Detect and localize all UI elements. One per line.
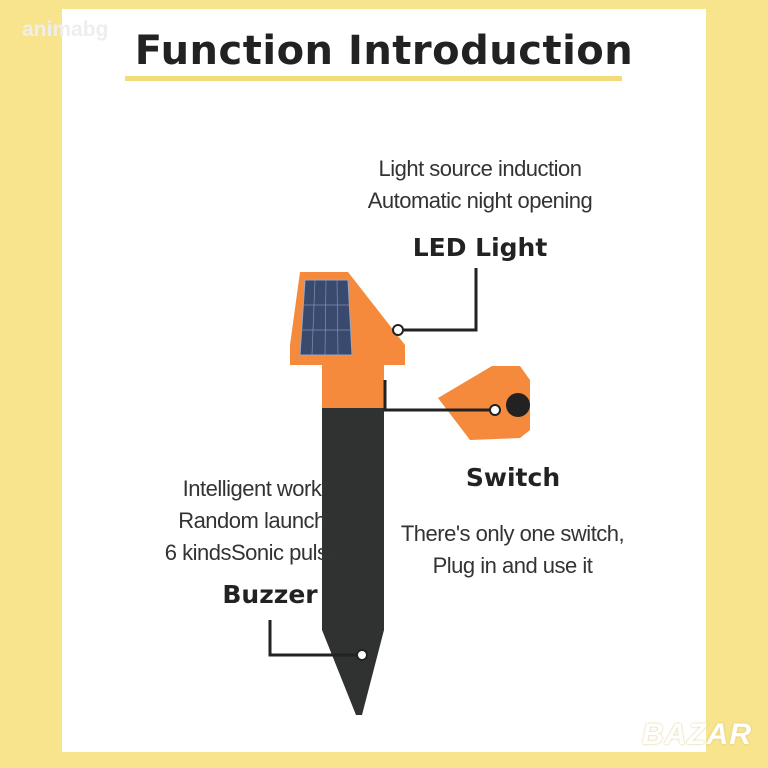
buzzer-desc-line: Intelligent work (182, 476, 322, 501)
buzzer-description: Intelligent work Random launch 6 kindsSo… (152, 473, 352, 569)
bazar-logo: BAZAR (642, 718, 752, 751)
switch-point (489, 404, 501, 416)
led-leader-line (398, 268, 478, 332)
led-desc-line: Automatic night opening (367, 188, 593, 213)
page-title: Function Introduction (134, 28, 634, 74)
led-description: Light source induction Automatic night o… (330, 153, 630, 217)
switch-desc-line: Plug in and use it (432, 553, 593, 578)
buzzer-leader-line (268, 620, 362, 657)
led-label: LED Light (412, 233, 548, 262)
buzzer-label: Buzzer (222, 580, 318, 609)
switch-label: Switch (465, 463, 561, 492)
watermark: animabg (22, 18, 109, 41)
led-desc-line: Light source induction (378, 156, 582, 181)
switch-description: There's only one switch, Plug in and use… (380, 518, 645, 582)
switch-leader-line (383, 380, 495, 412)
switch-knob (506, 393, 530, 417)
collar (322, 360, 384, 408)
stake-pole (322, 405, 384, 715)
buzzer-desc-line: Random launch (178, 508, 326, 533)
title-underline (125, 76, 622, 81)
switch-part (438, 366, 530, 440)
led-point (392, 324, 404, 336)
buzzer-point (356, 649, 368, 661)
switch-desc-line: There's only one switch, (400, 521, 625, 546)
buzzer-desc-line: 6 kindsSonic pulse (164, 540, 340, 565)
